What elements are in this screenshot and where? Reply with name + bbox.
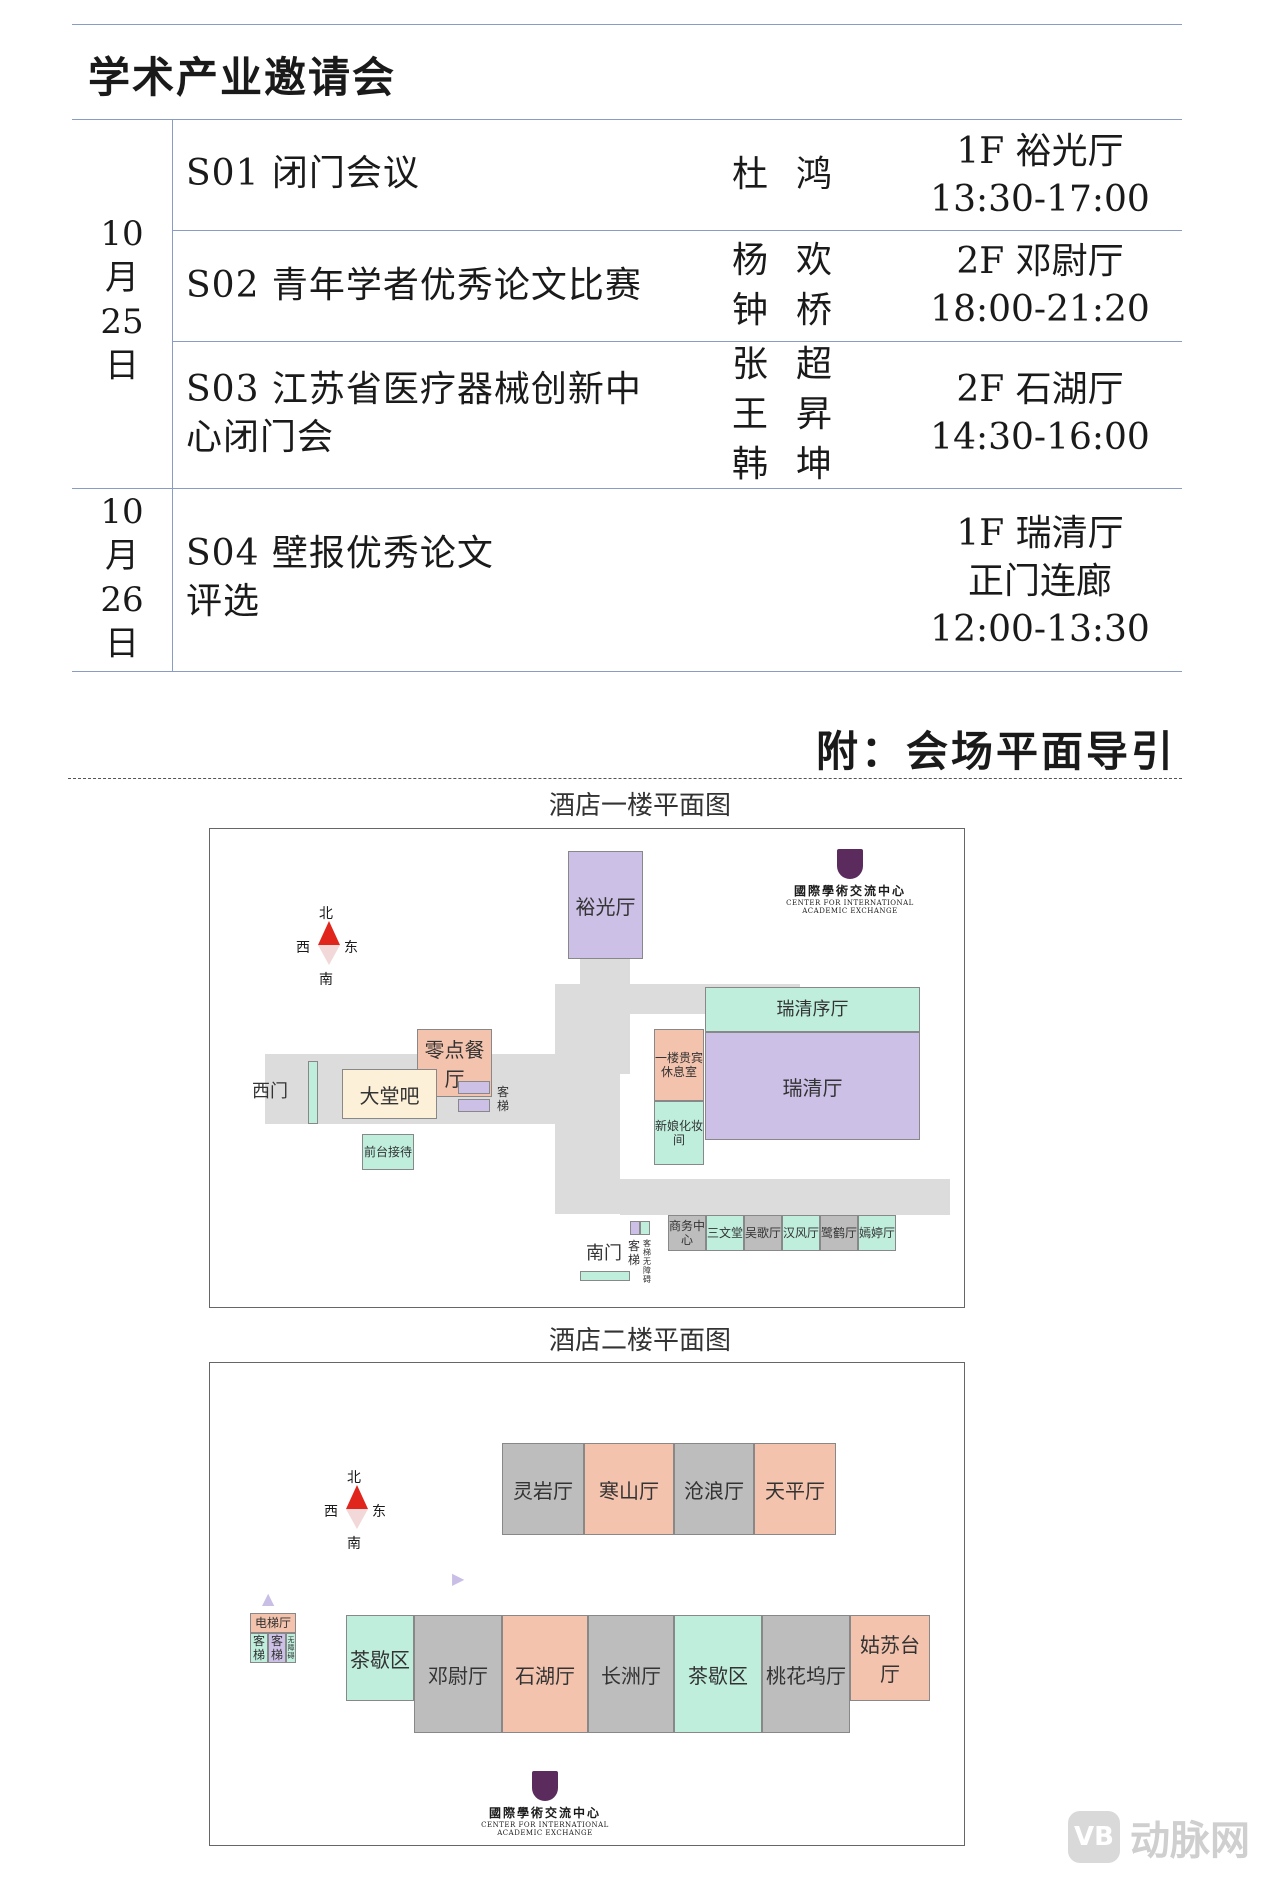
compass-tail-icon bbox=[318, 945, 340, 965]
session-s01-chairs: 杜鸿 bbox=[732, 154, 861, 195]
room-hanshan: 寒山厅 bbox=[584, 1443, 674, 1535]
session-s01-venue: 1F 裕光厅 13:30-17:00 bbox=[930, 131, 1150, 220]
corridor bbox=[620, 1179, 950, 1215]
compass-east: 东 bbox=[372, 1504, 386, 1520]
elevator-box: 客梯 bbox=[250, 1633, 268, 1663]
compass: 北 西 东 南 bbox=[296, 903, 360, 993]
floor1-plan: 北 西 东 南 國際學術交流中心 CENTER FOR INTERNATIONA… bbox=[209, 828, 965, 1308]
compass-west: 西 bbox=[324, 1504, 338, 1520]
table-bottom-rule bbox=[72, 671, 1182, 672]
room-shouhe: 鹭鹤厅 bbox=[820, 1215, 858, 1251]
floor2-title: 酒店二楼平面图 bbox=[548, 1326, 731, 1356]
cfiae-logo: 國際學術交流中心 CENTER FOR INTERNATIONAL ACADEM… bbox=[785, 849, 915, 915]
room-wuge: 吴歌厅 bbox=[744, 1215, 782, 1251]
shield-icon bbox=[532, 1771, 558, 1801]
session-s04-venue: 1F 瑞清厅 正门连廊 12:00-13:30 bbox=[930, 513, 1150, 650]
table-header-rule bbox=[72, 119, 1182, 120]
date-oct-25: 10 月 25 日 bbox=[100, 214, 144, 386]
room-lingyan: 灵岩厅 bbox=[502, 1443, 584, 1535]
date-column-divider bbox=[172, 119, 173, 671]
room-taohuawu: 桃花坞厅 bbox=[762, 1615, 850, 1733]
session-s02-chairs: 杨欢 钟桥 bbox=[732, 240, 861, 331]
south-gate-door bbox=[580, 1271, 630, 1281]
watermark-text: 动脉网 bbox=[1130, 1818, 1250, 1864]
room-tea-break-2: 茶歇区 bbox=[674, 1615, 762, 1733]
elevator-accessible: 无障碍 bbox=[286, 1633, 296, 1663]
room-yuguang: 裕光厅 bbox=[568, 851, 643, 959]
room-ruiqing: 瑞清厅 bbox=[705, 1032, 920, 1140]
session-s02-title: S02 青年学者优秀论文比赛 bbox=[186, 265, 642, 306]
compass-arrow-icon bbox=[346, 1485, 368, 1509]
compass-west: 西 bbox=[296, 940, 310, 956]
room-business-center: 商务中心 bbox=[668, 1215, 706, 1251]
compass-north: 北 bbox=[347, 1470, 361, 1486]
elevator-box: 客梯 bbox=[268, 1633, 286, 1663]
row-divider-1 bbox=[172, 230, 1182, 231]
room-shihu: 石湖厅 bbox=[502, 1615, 588, 1733]
session-s03-title: S03 江苏省医疗器械创新中 心闭门会 bbox=[186, 369, 642, 458]
compass-east: 东 bbox=[344, 940, 358, 956]
section-title: 学术产业邀请会 bbox=[88, 53, 397, 102]
room-tea-break-1: 茶歇区 bbox=[346, 1615, 414, 1701]
elevator-box bbox=[630, 1221, 640, 1235]
compass-north: 北 bbox=[319, 906, 333, 922]
room-sanwen: 三文堂 bbox=[706, 1215, 744, 1251]
label-elevator-south: 客梯 bbox=[628, 1239, 641, 1267]
elevator-hall: 电梯厅 bbox=[250, 1613, 296, 1633]
session-s02-venue: 2F 邓尉厅 18:00-21:20 bbox=[930, 241, 1150, 330]
shield-icon bbox=[837, 849, 863, 879]
room-canglang: 沧浪厅 bbox=[674, 1443, 754, 1535]
room-dengwei: 邓尉厅 bbox=[414, 1615, 502, 1733]
compass-south: 南 bbox=[347, 1536, 361, 1552]
elevator-box bbox=[458, 1081, 490, 1094]
room-yingge: 嫣婷厅 bbox=[858, 1215, 896, 1251]
elevator-box bbox=[458, 1099, 490, 1112]
cfiae-logo: 國際學術交流中心 CENTER FOR INTERNATIONAL ACADEM… bbox=[475, 1771, 615, 1837]
elevator-box bbox=[640, 1221, 650, 1235]
arrow-up-icon: ▲ bbox=[262, 1589, 275, 1608]
west-gate-door bbox=[308, 1061, 318, 1124]
session-s01-title: S01 闭门会议 bbox=[186, 153, 420, 194]
row-divider-2 bbox=[172, 341, 1182, 342]
label-west-gate: 西门 bbox=[252, 1081, 288, 1102]
room-front-desk: 前台接待 bbox=[362, 1134, 414, 1170]
session-s03-venue: 2F 石湖厅 14:30-16:00 bbox=[930, 369, 1150, 458]
room-gusutai: 姑苏台厅 bbox=[850, 1615, 930, 1701]
table-top-rule bbox=[72, 24, 1182, 25]
arrow-right-icon: ▶ bbox=[452, 1569, 465, 1588]
compass-tail-icon bbox=[346, 1509, 368, 1529]
appendix-divider bbox=[68, 778, 1182, 779]
floor1-title: 酒店一楼平面图 bbox=[548, 791, 731, 821]
floor2-plan: 北 西 东 南 ▶ ▲ 灵岩厅 寒山厅 沧浪厅 天平厅 茶歇区 邓尉厅 石湖厅 … bbox=[209, 1362, 965, 1846]
appendix-title: 附：会场平面导引 bbox=[815, 727, 1176, 776]
label-south-gate: 南门 bbox=[586, 1243, 622, 1264]
room-hanfeng: 汉风厅 bbox=[782, 1215, 820, 1251]
date-divider bbox=[72, 488, 1182, 489]
compass-south: 南 bbox=[319, 972, 333, 988]
room-bridal: 新娘化妆间 bbox=[654, 1101, 704, 1165]
session-s03-chairs: 张超 王昇 韩坤 bbox=[732, 344, 861, 485]
label-elevator: 客梯 bbox=[497, 1085, 510, 1113]
compass: 北 西 东 南 bbox=[324, 1467, 388, 1557]
room-vip-lounge: 一楼贵宾休息室 bbox=[654, 1029, 704, 1101]
watermark: VB 动脉网 bbox=[1068, 1808, 1250, 1866]
room-datangba: 大堂吧 bbox=[342, 1069, 437, 1119]
compass-arrow-icon bbox=[318, 921, 340, 945]
room-ruiqing-xu: 瑞清序厅 bbox=[705, 987, 920, 1032]
corridor bbox=[555, 984, 620, 1214]
room-changzhou: 长洲厅 bbox=[588, 1615, 674, 1733]
label-accessible: 客梯无障碍 bbox=[643, 1239, 651, 1284]
date-oct-26: 10 月 26 日 bbox=[100, 492, 144, 664]
room-tianping: 天平厅 bbox=[754, 1443, 836, 1535]
vb-logo-icon: VB bbox=[1068, 1811, 1120, 1863]
session-s04-title: S04 壁报优秀论文 评选 bbox=[186, 533, 494, 622]
